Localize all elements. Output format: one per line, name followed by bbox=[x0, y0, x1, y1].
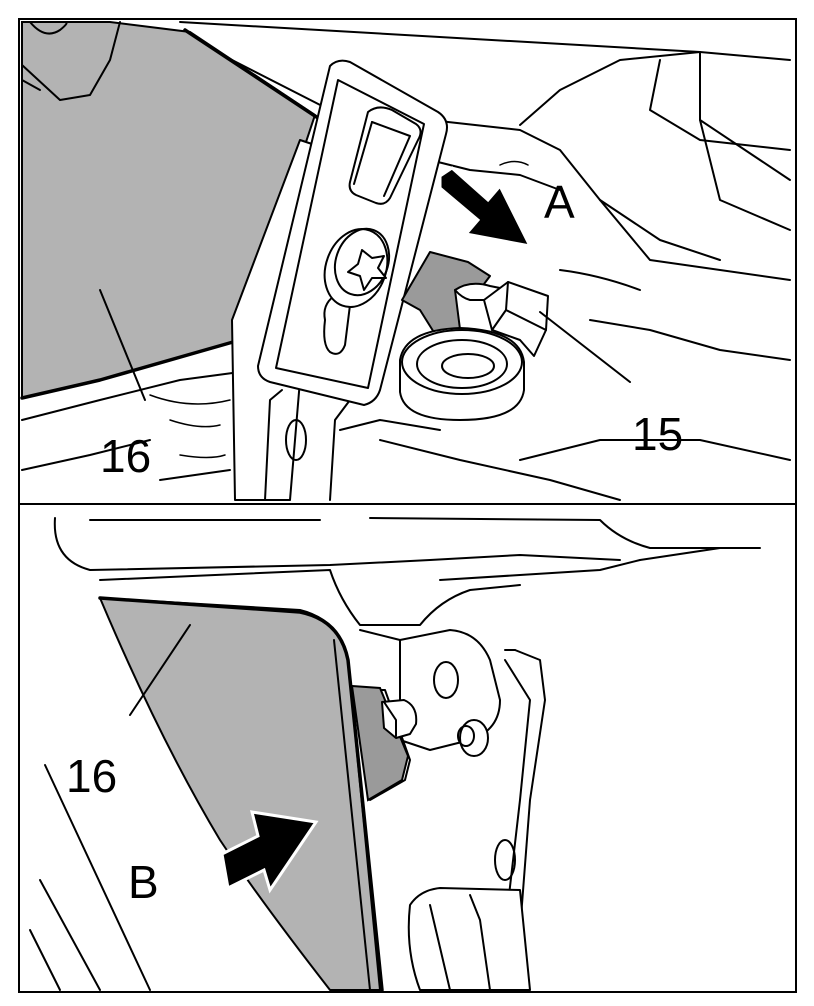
label-B: B bbox=[128, 856, 159, 908]
leader-line-15 bbox=[539, 311, 631, 383]
leader-line-16-top bbox=[99, 289, 146, 401]
top-view-background-structure bbox=[21, 21, 791, 501]
top-view: 16 15 A bbox=[18, 18, 797, 505]
direction-arrow-A bbox=[438, 166, 533, 249]
bottom-view-frame bbox=[18, 503, 797, 993]
label-A: A bbox=[544, 176, 575, 228]
label-15: 15 bbox=[632, 408, 683, 460]
direction-arrow-B bbox=[220, 810, 319, 894]
leader-line-16-bottom bbox=[129, 624, 191, 716]
bottom-view: 16 B bbox=[18, 503, 797, 993]
bottom-view-background-structure bbox=[29, 517, 761, 991]
mounting-grommet bbox=[399, 327, 525, 421]
label-16-bottom: 16 bbox=[66, 750, 117, 802]
label-16-top: 16 bbox=[100, 430, 151, 482]
